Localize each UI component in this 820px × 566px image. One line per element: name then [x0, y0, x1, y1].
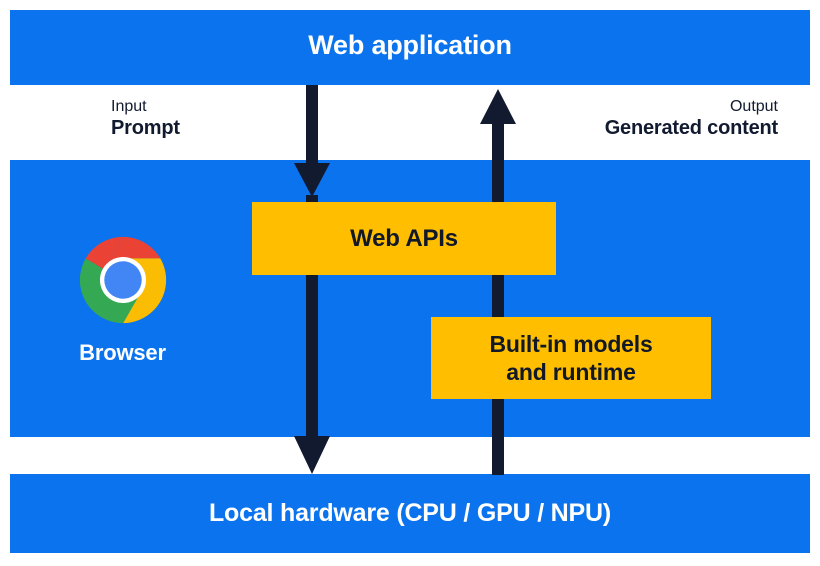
web-application-label: Web application	[308, 30, 512, 60]
builtin-models-box[interactable]: Built-in models and runtime	[431, 317, 711, 399]
builtin-models-line2: and runtime	[506, 359, 636, 385]
browser-group: Browser	[55, 232, 190, 372]
browser-label: Browser	[79, 340, 166, 365]
chrome-logo-icon	[79, 236, 166, 324]
builtin-models-line1: Built-in models	[489, 330, 653, 357]
input-value: Prompt	[111, 116, 180, 139]
generated-content-arrow-icon	[480, 89, 516, 475]
output-value: Generated content	[604, 116, 779, 139]
input-flow-label: Input Prompt	[111, 98, 180, 140]
web-apis-label: Web APIs	[350, 224, 458, 252]
web-apis-box[interactable]: Web APIs	[252, 202, 556, 275]
builtin-models-label: Built-in models and runtime	[489, 330, 652, 386]
prompt-arrow-icon	[294, 85, 330, 474]
output-flow-label: Output Generated content	[604, 98, 779, 140]
output-kicker: Output	[729, 98, 778, 115]
input-kicker: Input	[111, 98, 147, 115]
web-application-band	[10, 10, 810, 85]
local-hardware-band	[10, 474, 810, 553]
local-hardware-label: Local hardware (CPU / GPU / NPU)	[208, 499, 611, 527]
